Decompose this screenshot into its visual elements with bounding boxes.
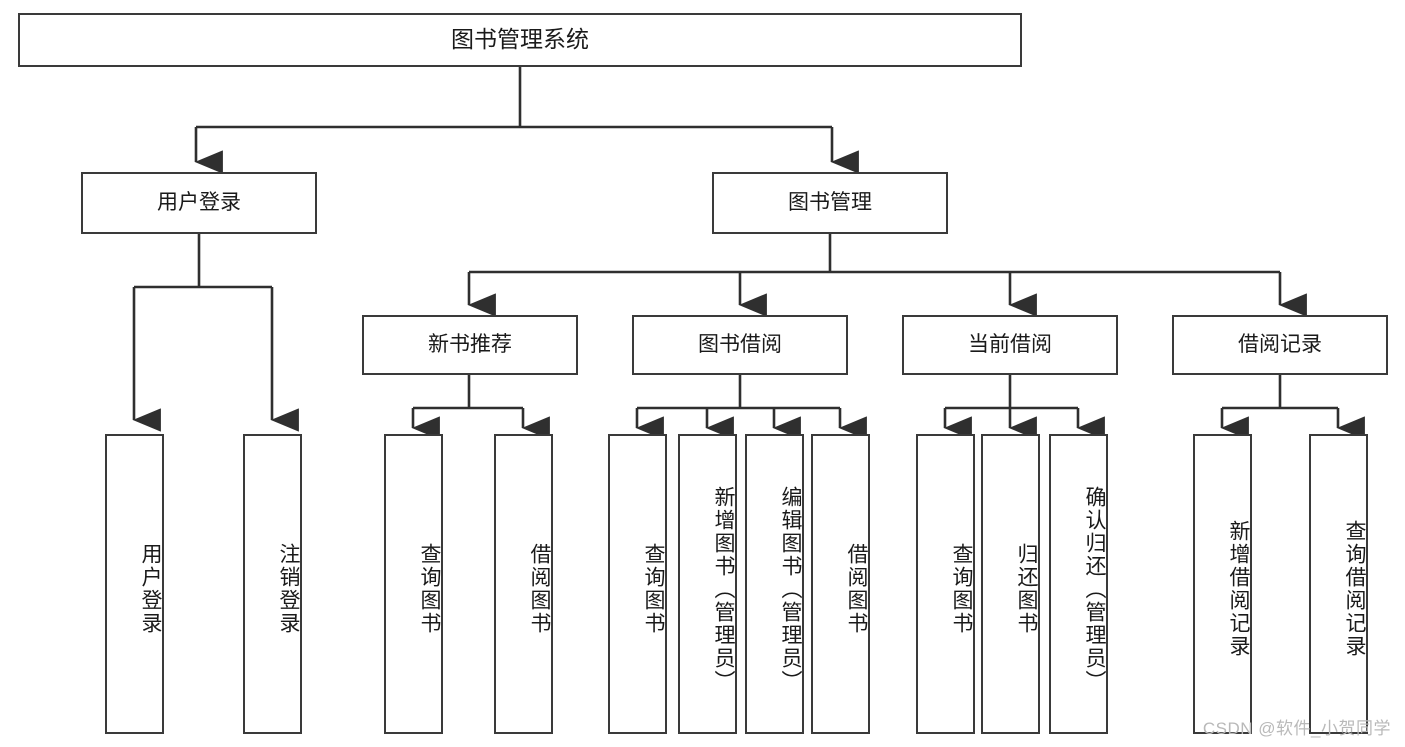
leaf-borrow-book-2-label: 借阅图书 — [845, 543, 868, 635]
node-book-borrow[interactable]: 图书借阅 — [632, 315, 848, 375]
node-user-login-label: 用户登录 — [157, 190, 241, 214]
leaf-query-book-2[interactable]: 查询图书 — [608, 434, 667, 734]
leaf-query-book-3[interactable]: 查询图书 — [916, 434, 975, 734]
leaf-edit-book[interactable]: 编辑图书（管理员） — [745, 434, 804, 734]
node-borrow-record[interactable]: 借阅记录 — [1172, 315, 1388, 375]
leaf-query-record[interactable]: 查询借阅记录 — [1309, 434, 1368, 734]
leaf-return-book-label: 归还图书 — [1015, 543, 1038, 635]
leaf-return-book[interactable]: 归还图书 — [981, 434, 1040, 734]
leaf-user-login-label: 用户登录 — [139, 543, 162, 635]
leaf-confirm-return[interactable]: 确认归还（管理员） — [1049, 434, 1108, 734]
node-book-borrow-label: 图书借阅 — [698, 332, 782, 356]
leaf-logout-label: 注销登录 — [277, 543, 300, 635]
leaf-add-book-label: 新增图书（管理员） — [712, 485, 735, 693]
leaf-query-book-2-label: 查询图书 — [642, 543, 665, 635]
leaf-add-record[interactable]: 新增借阅记录 — [1193, 434, 1252, 734]
node-borrow-record-label: 借阅记录 — [1238, 332, 1322, 356]
leaf-user-login[interactable]: 用户登录 — [105, 434, 164, 734]
leaf-borrow-book-2[interactable]: 借阅图书 — [811, 434, 870, 734]
leaf-logout[interactable]: 注销登录 — [243, 434, 302, 734]
node-user-login[interactable]: 用户登录 — [81, 172, 317, 234]
leaf-confirm-return-label: 确认归还（管理员） — [1083, 485, 1106, 693]
leaf-query-book-1[interactable]: 查询图书 — [384, 434, 443, 734]
node-new-book-recommend[interactable]: 新书推荐 — [362, 315, 578, 375]
node-new-book-recommend-label: 新书推荐 — [428, 332, 512, 356]
node-current-borrow-label: 当前借阅 — [968, 332, 1052, 356]
node-current-borrow[interactable]: 当前借阅 — [902, 315, 1118, 375]
leaf-borrow-book-1[interactable]: 借阅图书 — [494, 434, 553, 734]
leaf-query-record-label: 查询借阅记录 — [1343, 520, 1366, 658]
leaf-query-book-1-label: 查询图书 — [418, 543, 441, 635]
node-book-manage-label: 图书管理 — [788, 190, 872, 214]
leaf-add-record-label: 新增借阅记录 — [1227, 520, 1250, 658]
leaf-borrow-book-1-label: 借阅图书 — [528, 543, 551, 635]
node-root[interactable]: 图书管理系统 — [18, 13, 1022, 67]
leaf-add-book[interactable]: 新增图书（管理员） — [678, 434, 737, 734]
csdn-watermark: CSDN @软件_小贺同学 — [1202, 719, 1391, 738]
node-book-manage[interactable]: 图书管理 — [712, 172, 948, 234]
leaf-query-book-3-label: 查询图书 — [950, 543, 973, 635]
node-root-label: 图书管理系统 — [451, 26, 589, 53]
leaf-edit-book-label: 编辑图书（管理员） — [779, 485, 802, 693]
